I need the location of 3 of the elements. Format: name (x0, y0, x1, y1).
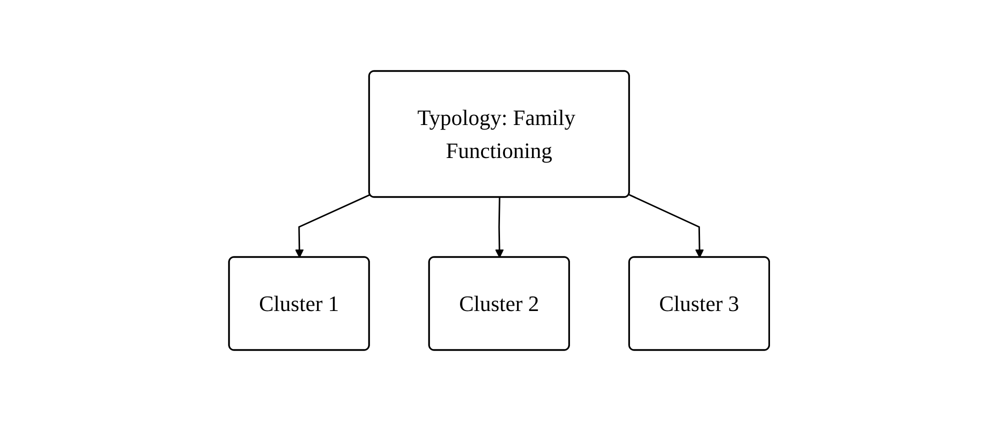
arrow (294, 194, 370, 258)
arrow (628, 194, 704, 258)
arrow (494, 197, 504, 258)
